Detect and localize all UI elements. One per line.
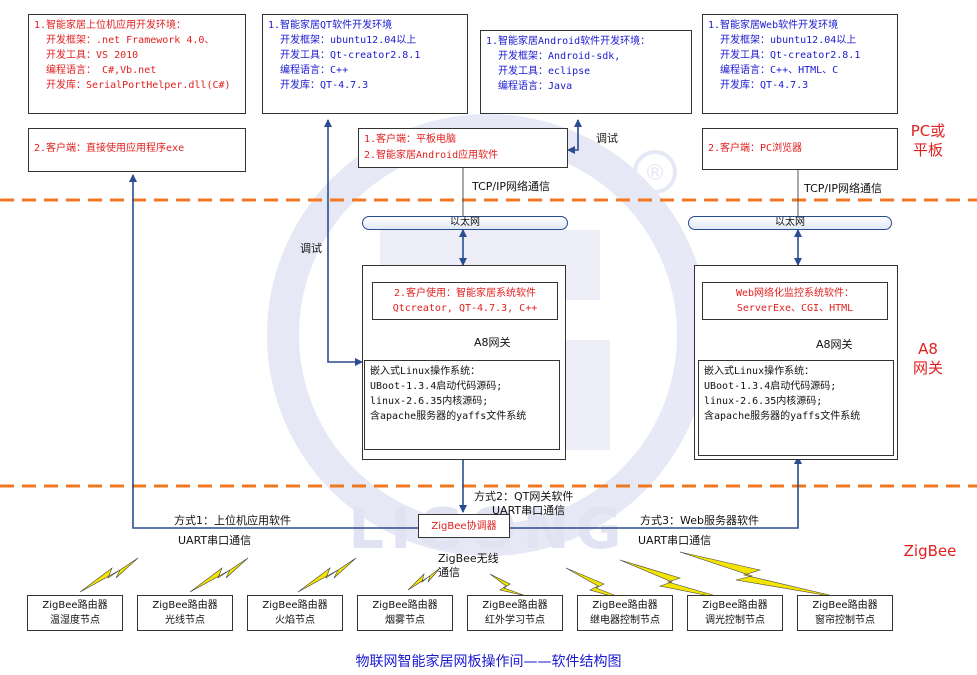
arrow-method1 (129, 174, 418, 529)
label-tcp-left: TCP/IP网络通信 (472, 180, 550, 193)
arrow-debug-top (567, 119, 582, 154)
arrow-method3 (510, 456, 802, 529)
node-light: ZigBee路由器 光线节点 (137, 595, 233, 631)
label-method1: 方式1：上位机应用软件 (174, 514, 291, 527)
client-browser-box: 2.客户端：PC浏览器 (702, 128, 898, 170)
node-dimmer: ZigBee路由器 调光控制节点 (687, 595, 783, 631)
label-a8-left: A8网关 (474, 336, 511, 349)
client-tablet-box: 1.客户端：平板电脑 2.智能家居Android应用软件 (358, 128, 568, 168)
label-debug-top: 调试 (596, 132, 618, 145)
label-method2: 方式2：QT网关软件 (474, 490, 574, 503)
zigbee-coordinator-box: ZigBee协调器 (418, 514, 510, 538)
qt-env-box: 1.智能家居QT软件开发环境 开发框架：ubuntu12.04以上 开发工具：Q… (262, 14, 468, 114)
node-temp-humidity: ZigBee路由器 温湿度节点 (27, 595, 123, 631)
web-env-box: 1.智能家居Web软件开发环境 开发框架：ubuntu12.04以上 开发工具：… (702, 14, 898, 114)
label-method3: 方式3：Web服务器软件 (640, 514, 759, 527)
ethernet-pipe-right: 以太网 (688, 216, 892, 230)
arrow-debug-left (324, 119, 363, 366)
web-monitor-box: Web网络化监控系统软件： ServerExe、CGI、HTML (702, 282, 888, 320)
node-smoke: ZigBee路由器 烟雾节点 (357, 595, 453, 631)
node-infrared: ZigBee路由器 红外学习节点 (467, 595, 563, 631)
android-env-box: 1.智能家居Android软件开发环境： 开发框架：Android-sdk, 开… (480, 30, 692, 114)
linux-left-box: 嵌入式Linux操作系统： UBoot-1.3.4启动代码源码; linux-2… (364, 360, 560, 450)
client-exe-box: 2.客户端：直接使用应用程序exe (28, 128, 246, 172)
label-a8-right: A8网关 (816, 338, 853, 351)
node-relay: ZigBee路由器 继电器控制节点 (577, 595, 673, 631)
label-uart1: UART串口通信 (178, 534, 252, 547)
linux-right-box: 嵌入式Linux操作系统： UBoot-1.3.4启动代码源码; linux-2… (698, 360, 894, 456)
registered-mark: ® (644, 161, 666, 186)
label-tcp-right: TCP/IP网络通信 (804, 182, 882, 195)
side-label-zigbee: ZigBee (903, 542, 957, 560)
diagram-caption: 物联网智能家居网板操作间——软件结构图 (355, 654, 622, 670)
node-curtain: ZigBee路由器 窗帘控制节点 (797, 595, 893, 631)
label-wireless: ZigBee无线 通信 (438, 552, 499, 579)
pc-host-env-box: 1.智能家居上位机应用开发环境： 开发框架：.net Framework 4.0… (28, 14, 246, 114)
label-debug-left: 调试 (300, 242, 322, 255)
qt-client-box: 2.客户使用：智能家居系统软件 Qtcreator, QT-4.7.3, C++ (372, 282, 558, 320)
lightning-bolts (79, 551, 843, 603)
label-uart2: UART串口通信 (492, 504, 566, 517)
node-flame: ZigBee路由器 火焰节点 (247, 595, 343, 631)
label-uart3: UART串口通信 (638, 534, 712, 547)
side-label-a8: A8 网关 (912, 340, 943, 377)
side-label-pc: PC或 平板 (910, 122, 946, 159)
ethernet-pipe-left: 以太网 (362, 216, 568, 230)
